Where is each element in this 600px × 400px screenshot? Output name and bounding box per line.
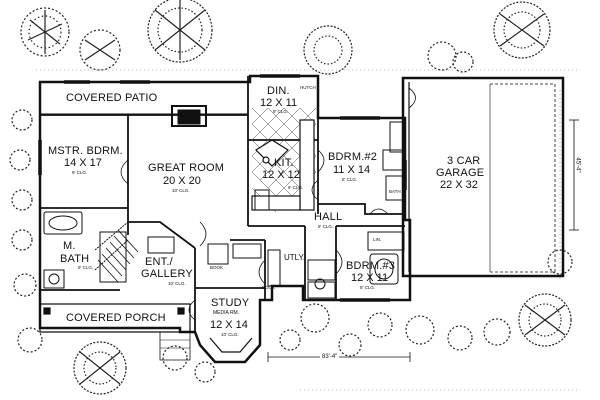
study-bay [209,337,253,353]
landscape-trees [9,0,573,395]
tree-top-center-right [303,25,353,75]
shrub-top-small [427,41,474,73]
entry-ceiling: 10' CLG. [168,281,186,286]
shrubs-bottom [162,249,573,383]
patio-structure [39,81,249,127]
tree-bottom-left [73,341,127,395]
garage-name: 3 CAR [447,155,481,167]
kitchen-name: KIT. [274,157,294,169]
study-subname: MEDIA RM. [213,310,240,316]
hall-name: HALL [314,211,343,223]
master-bedroom-dims: 14 X 17 [64,157,102,169]
dining-dims: 12 X 11 [260,97,298,109]
depth-dimension-line [569,119,579,231]
covered-patio-label: COVERED PATIO [66,92,158,104]
ground-hatching [36,69,580,391]
bedroom-2-ceiling: 8' CLG. [342,177,358,182]
bedroom-3-ceiling: 8' CLG. [360,285,376,290]
master-bath-name: M. [63,240,76,252]
great-room-name: GREAT ROOM [148,162,225,174]
built-ins [147,121,405,299]
width-dimension-text: 83'-4" [320,354,340,360]
dining-ceiling: 9' CLG. [273,109,289,114]
bath-hatching [97,229,139,283]
hall-ceiling: 9' CLG. [318,224,334,229]
book-label: BOOK [210,265,224,270]
book-label-2: BOOK [262,285,276,290]
hutch-label: HUTCH [300,85,316,90]
study-name: STUDY [211,297,250,309]
utility-label: UTLY. [284,253,306,262]
entry-name: ENT./ [145,256,173,268]
tree-top-center [147,0,213,63]
porch-structure [39,303,191,361]
tree-top-right [493,1,551,59]
bedroom-2-dims: 11 X 14 [333,164,371,176]
kitchen-ceiling: 9' CLG. [288,185,304,190]
kitchen-dims: 12 X 12 [262,169,300,181]
door-swings [120,149,389,321]
great-room-dims: 20 X 20 [163,175,201,187]
study-dims: 12 X 14 [210,319,248,331]
master-bath-ceiling: 9' CLG. [78,265,94,270]
master-bath-name-2: BATH [60,253,90,265]
bedroom-3-dims: 12 X 11 [351,272,389,284]
tree-bottom-right [518,293,572,347]
linen-label: LIN. [373,237,382,242]
covered-porch-label: COVERED PORCH [66,312,166,324]
dining-name: DIN. [267,85,290,97]
entry-name-2: GALLERY [141,268,193,280]
interior-walls [40,76,405,332]
depth-dimension-text: 45'-4" [574,155,581,175]
garage-name-2: GARAGE [436,167,485,179]
master-bedroom-ceiling: 9' CLG. [72,170,88,175]
garage-dims: 22 X 32 [440,179,478,191]
small-bath-label: BATH [389,189,401,194]
tree-top-mid [79,29,121,71]
study-ceiling: 10' CLG. [221,332,239,337]
kitchen-counters [251,119,315,211]
master-bedroom-name: MSTR. BDRM. [48,145,123,157]
tree-top-left [20,7,70,57]
windows [38,74,407,302]
shrubs-left-side [9,109,43,353]
great-room-ceiling: 10' CLG. [172,188,190,193]
bedroom-3-name: BDRM.#3 [346,260,396,272]
bath-fixtures [43,211,399,290]
bedroom-2-name: BDRM.#2 [328,151,378,163]
